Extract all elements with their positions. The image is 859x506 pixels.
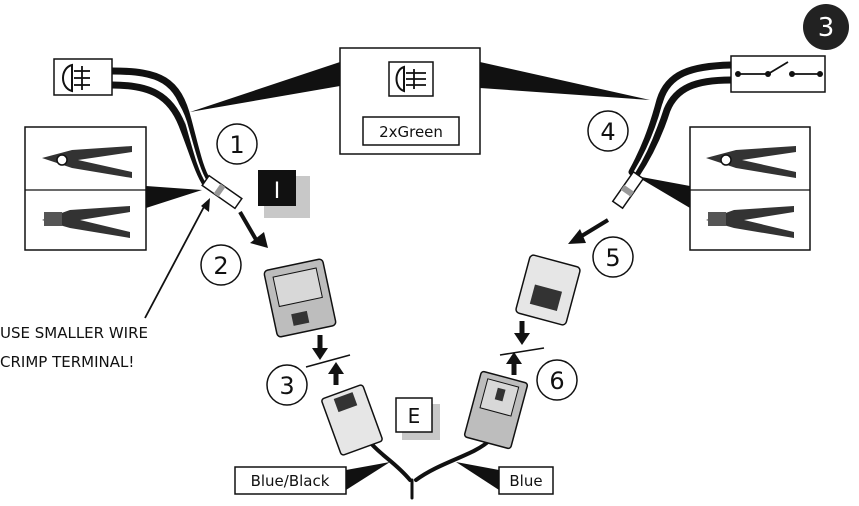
warning-line-1: USE SMALLER WIRE bbox=[0, 324, 148, 342]
step-2: 2 bbox=[200, 244, 242, 286]
left-tools-box bbox=[24, 126, 202, 251]
center-label: 2xGreen bbox=[379, 123, 443, 141]
callout-wedges bbox=[190, 62, 650, 112]
left-connector-housing bbox=[263, 258, 337, 338]
svg-text:4: 4 bbox=[600, 118, 615, 146]
svg-text:3: 3 bbox=[279, 372, 294, 400]
right-connector-housing bbox=[515, 254, 581, 326]
step-1: 1 bbox=[216, 123, 258, 165]
left-crimp-terminal bbox=[201, 174, 243, 210]
wire-stripper-icon bbox=[706, 146, 796, 178]
right-plug bbox=[463, 370, 529, 450]
svg-text:6: 6 bbox=[549, 367, 564, 395]
step-6: 6 bbox=[536, 359, 578, 401]
wire-stripper-icon bbox=[42, 146, 132, 178]
arrows bbox=[238, 210, 610, 385]
wire-label-right: Blue bbox=[456, 462, 554, 495]
page-badge: 3 bbox=[803, 4, 849, 50]
wires bbox=[108, 61, 735, 500]
step-4: 4 bbox=[587, 110, 629, 152]
wire-label-left: Blue/Black bbox=[234, 462, 390, 495]
svg-text:Blue/Black: Blue/Black bbox=[251, 472, 330, 490]
crimping-tool-icon bbox=[706, 206, 794, 238]
switch-icon bbox=[730, 55, 826, 93]
center-label-box: 2xGreen bbox=[339, 47, 481, 155]
svg-text:2: 2 bbox=[213, 252, 228, 280]
warning-leader bbox=[144, 198, 210, 319]
marker-i: I bbox=[258, 170, 310, 218]
page-badge-number: 3 bbox=[818, 13, 835, 43]
svg-text:5: 5 bbox=[605, 244, 620, 272]
split-lines bbox=[305, 347, 545, 368]
right-crimp-terminal bbox=[611, 170, 645, 210]
svg-text:E: E bbox=[408, 404, 421, 428]
marker-e: E bbox=[395, 397, 440, 440]
fog-light-icon bbox=[53, 58, 113, 96]
svg-text:Blue: Blue bbox=[509, 472, 542, 490]
svg-text:I: I bbox=[274, 179, 281, 204]
step-3: 3 bbox=[266, 364, 308, 406]
step-5: 5 bbox=[592, 236, 634, 278]
left-plug bbox=[321, 384, 383, 456]
fog-light-icon bbox=[388, 61, 434, 97]
crimping-tool-icon bbox=[42, 206, 130, 238]
right-tools-box bbox=[636, 126, 811, 251]
svg-text:1: 1 bbox=[229, 131, 244, 159]
warning-line-2: CRIMP TERMINAL! bbox=[0, 353, 134, 371]
